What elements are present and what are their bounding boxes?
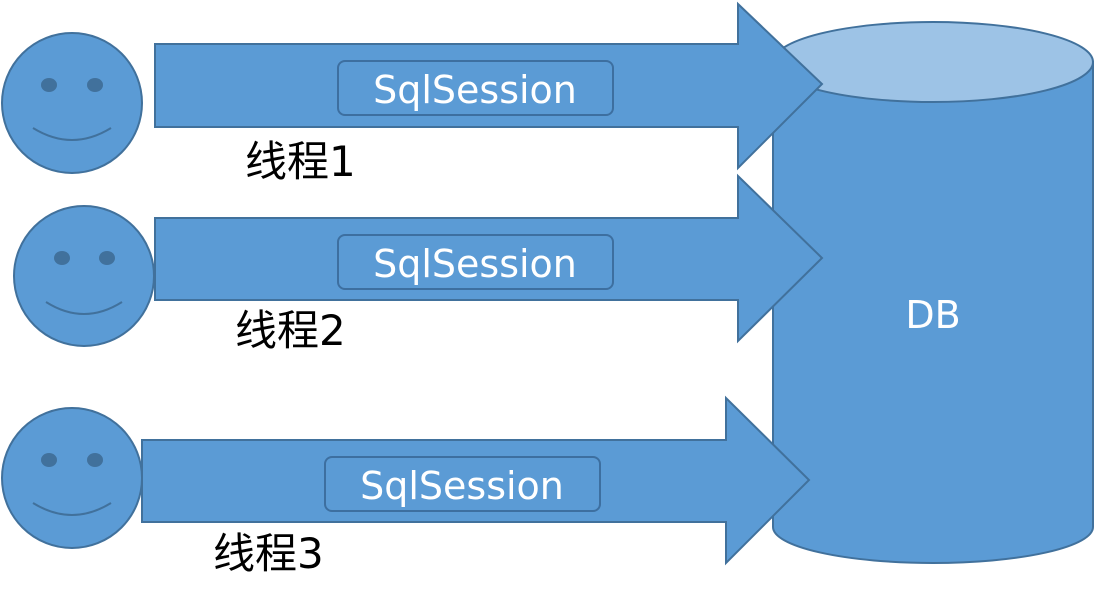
sqlsession-label: SqlSession bbox=[373, 68, 577, 112]
thread-2-group: SqlSession 线程2 bbox=[13, 173, 824, 355]
database-body bbox=[772, 61, 1094, 564]
smiley-face-icon bbox=[1, 407, 143, 549]
thread-label: 线程1 bbox=[245, 137, 356, 186]
thread-label: 线程2 bbox=[235, 306, 346, 355]
sqlsession-label: SqlSession bbox=[360, 464, 564, 508]
sqlsession-box bbox=[324, 456, 601, 512]
sqlsession-box bbox=[337, 234, 614, 290]
smiley-face-icon bbox=[13, 205, 155, 347]
thread-label: 线程3 bbox=[213, 529, 324, 578]
sqlsession-box bbox=[337, 60, 614, 116]
thread-1-group: SqlSession 线程1 bbox=[1, 1, 824, 186]
thread-3-group: SqlSession 线程3 bbox=[1, 395, 811, 578]
database-top bbox=[772, 21, 1094, 103]
database-cylinder: DB bbox=[772, 21, 1094, 564]
database-label: DB bbox=[905, 293, 960, 337]
sqlsession-label: SqlSession bbox=[373, 242, 577, 286]
smiley-face-icon bbox=[1, 32, 143, 174]
